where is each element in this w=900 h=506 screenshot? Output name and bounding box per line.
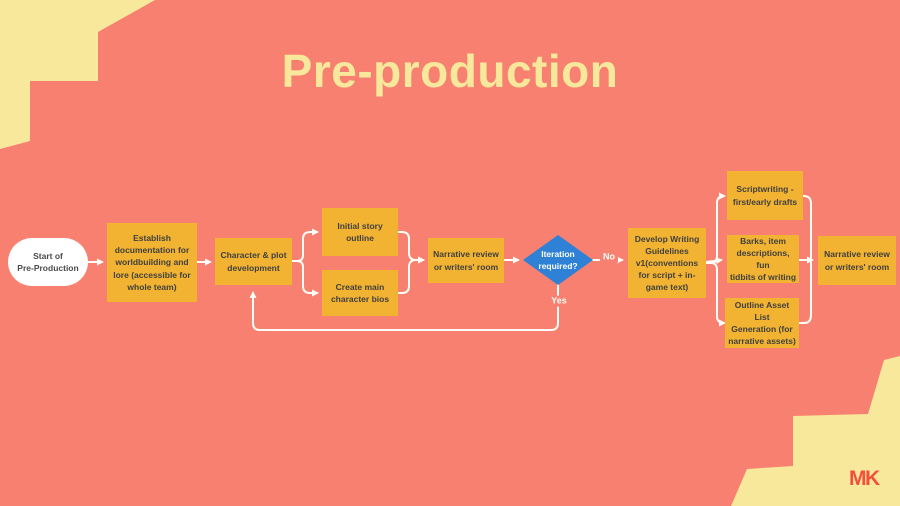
mk-logo: MK bbox=[849, 467, 880, 490]
edge-character-to-initial bbox=[291, 228, 319, 262]
edge-develop-to-script bbox=[705, 192, 726, 264]
edge-initial-to-review1 bbox=[397, 231, 425, 264]
node-scriptwriting-drafts: Scriptwriting - first/early drafts bbox=[727, 171, 803, 220]
node-initial-story-outline: Initial story outline bbox=[322, 208, 398, 256]
edge-create-to-review1 bbox=[397, 256, 425, 294]
node-create-character-bios: Create main character bios bbox=[322, 270, 398, 316]
node-narrative-review-2: Narrative review or writers' room bbox=[818, 236, 896, 285]
zigzag-top-left bbox=[0, 0, 155, 149]
node-start: Start of Pre-Production bbox=[8, 238, 88, 286]
edge-decision-yes-loop bbox=[249, 284, 559, 331]
node-narrative-review-1: Narrative review or writers' room bbox=[428, 238, 504, 283]
zigzag-bottom-right bbox=[731, 356, 900, 506]
edge-develop-to-outline bbox=[705, 262, 726, 327]
edge-label-yes: Yes bbox=[548, 295, 570, 307]
edge-develop-to-barks bbox=[705, 257, 723, 265]
node-barks-descriptions: Barks, item descriptions, fun tidbits of… bbox=[727, 235, 799, 283]
edge-outline-to-merge bbox=[797, 261, 812, 324]
edge-label-no: No bbox=[600, 251, 618, 263]
node-character-plot-development: Character & plot development bbox=[215, 238, 292, 285]
page-title: Pre-production bbox=[281, 45, 619, 97]
node-establish-documentation: Establish documentation for worldbuildin… bbox=[107, 223, 197, 302]
edge-character-to-create bbox=[291, 260, 319, 297]
node-outline-asset-list: Outline Asset List Generation (for narra… bbox=[725, 298, 799, 348]
edge-script-to-merge bbox=[802, 195, 812, 259]
node-develop-writing-guidelines: Develop Writing Guidelines v1(convention… bbox=[628, 228, 706, 298]
